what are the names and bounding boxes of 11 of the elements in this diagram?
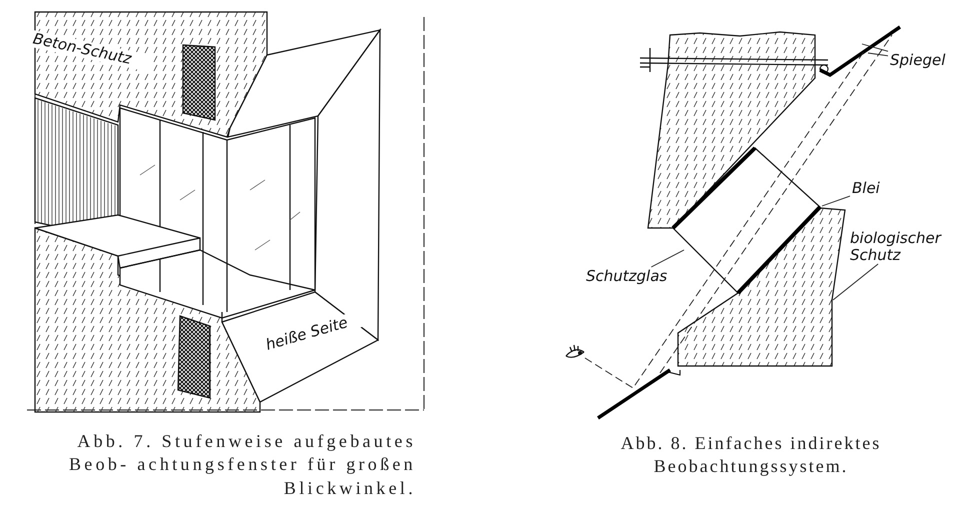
callout-text: Schutzglas bbox=[586, 268, 668, 284]
callout-text: Spiegel bbox=[890, 52, 946, 68]
leader-line bbox=[650, 250, 684, 268]
leader-line bbox=[862, 44, 888, 52]
callout-text: biologischer Schutz bbox=[850, 230, 943, 263]
figure-caption: Abb. 8. Einfaches indirektes Beobachtungssystem. bbox=[620, 432, 882, 478]
callout-text: Blei bbox=[852, 180, 881, 196]
leader-line bbox=[822, 196, 850, 206]
figure-caption: Abb. 7. Stufenweise aufgebautes Beob- achtungsfenster für großen Blickwinkel. bbox=[68, 430, 416, 500]
leader-line bbox=[868, 52, 888, 56]
leader-line bbox=[832, 264, 879, 300]
